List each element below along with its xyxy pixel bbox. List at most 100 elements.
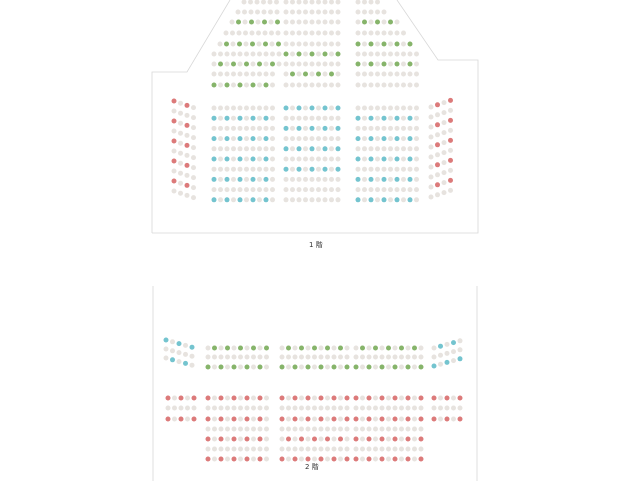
seat[interactable] xyxy=(438,405,443,411)
seat[interactable] xyxy=(431,405,437,411)
seat[interactable] xyxy=(386,364,391,370)
seat[interactable] xyxy=(296,146,302,152)
seat[interactable] xyxy=(224,115,230,121)
seat[interactable] xyxy=(290,61,295,67)
seat[interactable] xyxy=(178,405,184,411)
seat[interactable] xyxy=(184,112,190,118)
seat[interactable] xyxy=(392,436,398,442)
seat[interactable] xyxy=(322,71,328,77)
seat[interactable] xyxy=(264,436,269,442)
seat[interactable] xyxy=(438,343,443,349)
seat[interactable] xyxy=(224,146,230,152)
seat[interactable] xyxy=(270,51,275,57)
seat[interactable] xyxy=(218,51,223,57)
seat[interactable] xyxy=(305,345,311,351)
seat[interactable] xyxy=(388,61,393,67)
seat[interactable] xyxy=(257,166,262,172)
seat[interactable] xyxy=(183,360,188,366)
seat[interactable] xyxy=(238,405,243,411)
seat[interactable] xyxy=(292,416,298,422)
seat[interactable] xyxy=(312,426,317,432)
seat[interactable] xyxy=(269,30,274,36)
seat[interactable] xyxy=(399,446,404,452)
seat[interactable] xyxy=(279,354,285,360)
seat[interactable] xyxy=(270,187,275,193)
seat[interactable] xyxy=(448,127,453,133)
seat[interactable] xyxy=(189,344,195,350)
seat[interactable] xyxy=(309,115,315,121)
seat[interactable] xyxy=(399,456,404,462)
seat[interactable] xyxy=(205,416,211,422)
seat[interactable] xyxy=(178,130,183,136)
seat[interactable] xyxy=(316,156,321,162)
seat[interactable] xyxy=(405,426,411,432)
seat[interactable] xyxy=(401,61,406,67)
seat[interactable] xyxy=(263,166,269,172)
seat[interactable] xyxy=(312,345,317,351)
seat[interactable] xyxy=(276,41,281,47)
seat[interactable] xyxy=(375,197,380,203)
seat[interactable] xyxy=(254,0,260,5)
seat[interactable] xyxy=(244,354,250,360)
seat[interactable] xyxy=(290,146,295,152)
seat[interactable] xyxy=(331,405,337,411)
seat[interactable] xyxy=(296,71,302,77)
seat[interactable] xyxy=(399,395,404,401)
seat[interactable] xyxy=(224,187,230,193)
seat[interactable] xyxy=(303,105,308,111)
seat[interactable] xyxy=(322,51,328,57)
seat[interactable] xyxy=(401,115,406,121)
seat[interactable] xyxy=(263,82,269,88)
seat[interactable] xyxy=(237,71,243,77)
seat[interactable] xyxy=(218,82,223,88)
seat[interactable] xyxy=(283,146,289,152)
seat[interactable] xyxy=(270,176,275,182)
seat[interactable] xyxy=(303,176,308,182)
seat[interactable] xyxy=(325,354,330,360)
seat[interactable] xyxy=(335,41,341,47)
seat[interactable] xyxy=(344,405,350,411)
seat[interactable] xyxy=(255,19,261,25)
seat[interactable] xyxy=(205,345,211,351)
seat[interactable] xyxy=(335,146,341,152)
seat[interactable] xyxy=(381,115,387,121)
seat[interactable] xyxy=(185,395,190,401)
seat[interactable] xyxy=(318,426,324,432)
seat[interactable] xyxy=(316,115,321,121)
seat[interactable] xyxy=(185,405,190,411)
seat[interactable] xyxy=(318,456,324,462)
seat[interactable] xyxy=(299,354,304,360)
seat[interactable] xyxy=(257,364,263,370)
seat[interactable] xyxy=(251,446,256,452)
seat[interactable] xyxy=(362,146,367,152)
seat[interactable] xyxy=(261,0,266,5)
seat[interactable] xyxy=(171,178,177,184)
seat[interactable] xyxy=(412,456,417,462)
seat[interactable] xyxy=(318,405,324,411)
seat[interactable] xyxy=(303,9,308,15)
seat[interactable] xyxy=(296,176,302,182)
seat[interactable] xyxy=(318,354,324,360)
seat[interactable] xyxy=(368,9,374,15)
seat[interactable] xyxy=(269,41,275,47)
seat[interactable] xyxy=(250,125,256,131)
seat[interactable] xyxy=(335,51,341,57)
seat[interactable] xyxy=(368,125,374,131)
seat[interactable] xyxy=(407,166,413,172)
seat[interactable] xyxy=(407,125,413,131)
seat[interactable] xyxy=(368,30,374,36)
seat[interactable] xyxy=(257,345,263,351)
seat[interactable] xyxy=(322,146,328,152)
seat[interactable] xyxy=(218,405,224,411)
seat[interactable] xyxy=(388,71,393,77)
seat[interactable] xyxy=(444,405,450,411)
seat[interactable] xyxy=(362,30,367,36)
seat[interactable] xyxy=(218,146,223,152)
seat[interactable] xyxy=(257,187,262,193)
seat[interactable] xyxy=(431,363,437,369)
seat[interactable] xyxy=(353,426,359,432)
seat[interactable] xyxy=(172,416,177,422)
seat[interactable] xyxy=(401,176,406,182)
seat[interactable] xyxy=(414,156,419,162)
seat[interactable] xyxy=(218,426,224,432)
